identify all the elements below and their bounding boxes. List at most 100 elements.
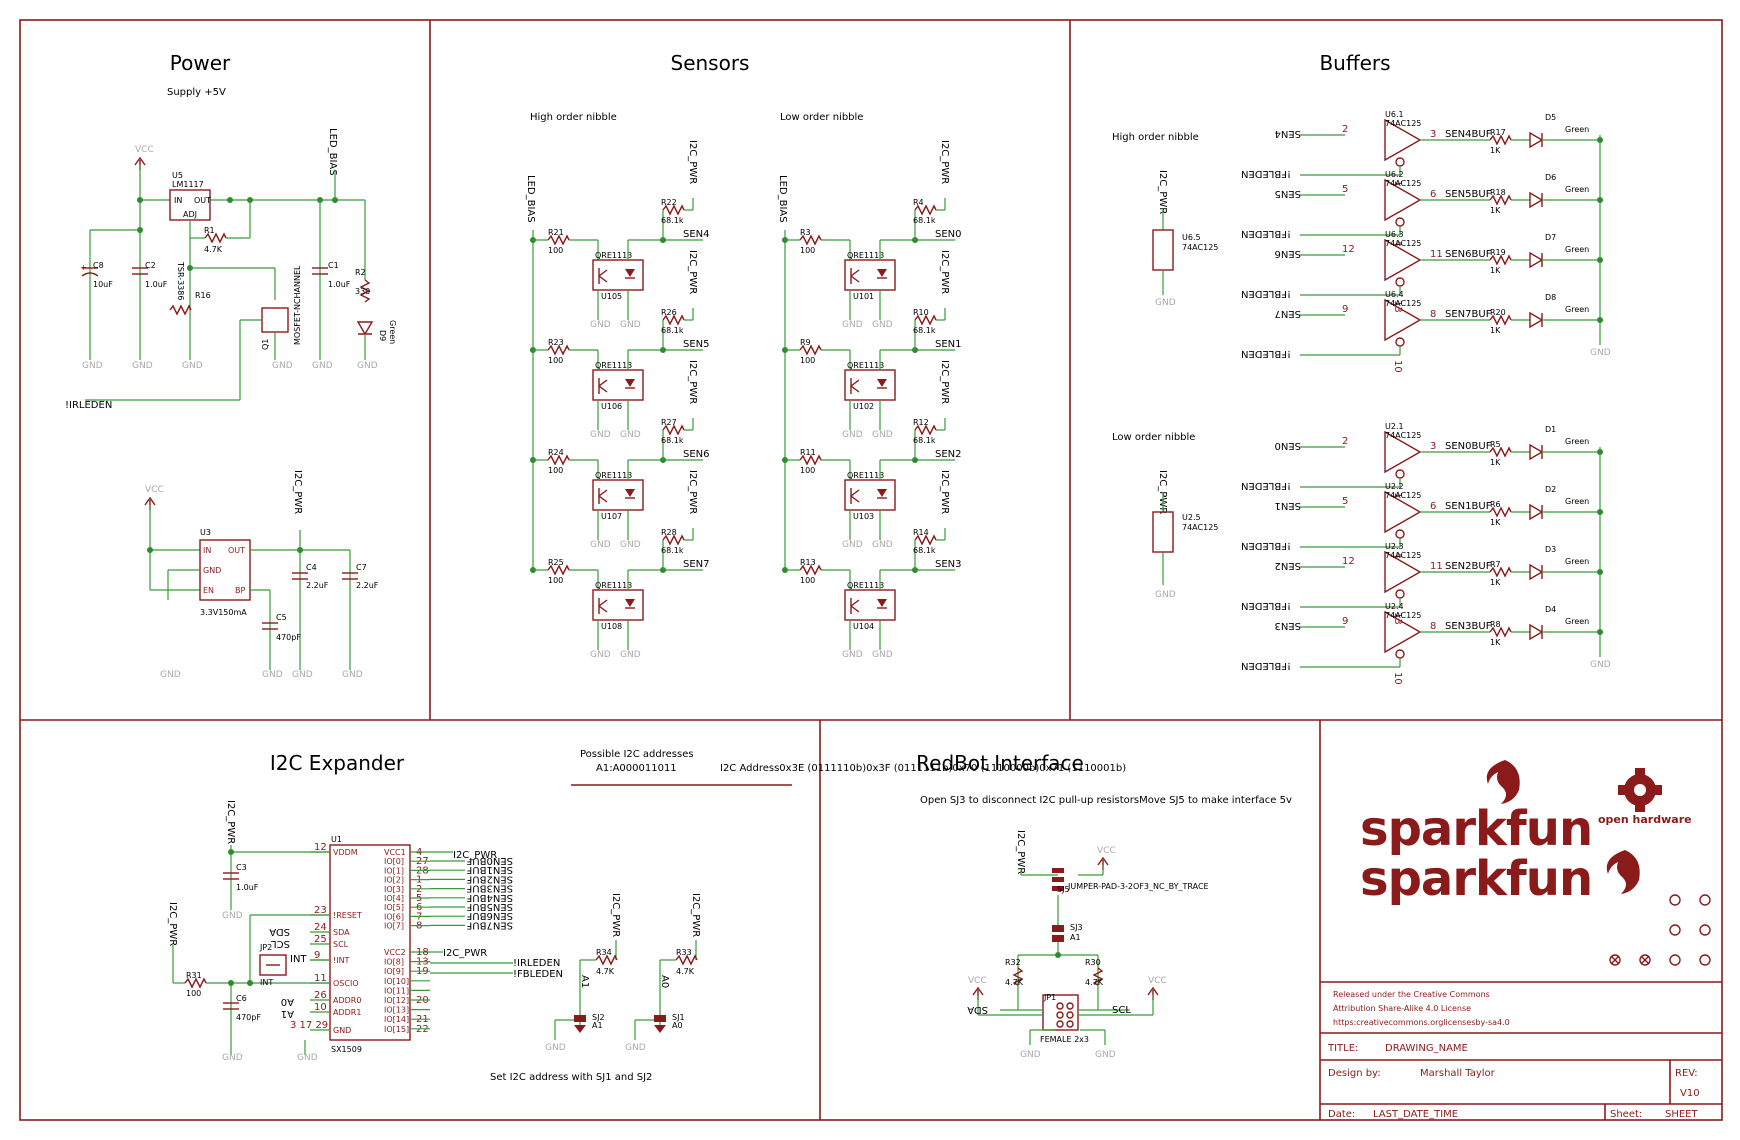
license-line: Attribution Share-Alike 4.0 License [1333,1004,1471,1013]
qre1113-sensor [592,589,644,621]
buffer-gate-icon [1384,490,1422,534]
open-hardware-gear-icon [1618,768,1662,812]
sensor-net: SEN0 [935,229,962,240]
c5-value: 470pF [276,633,301,642]
pin-number: 12 [1342,556,1355,567]
enable-net: !FBLEDEN [1241,288,1291,299]
sensor-net: SEN2 [1274,560,1301,571]
pin-number: 10 [1392,360,1403,373]
pin-name: SDA [333,928,350,937]
resistor-value: 100 [800,356,815,365]
qre1113-sensor [844,589,896,621]
u1-sx1509 [329,844,411,1041]
gnd-label: GND [132,361,153,371]
enable-bubble-icon [1395,277,1405,287]
pin-number: 9 [1342,304,1348,315]
led-bias-net: LED_BIAS [327,128,338,176]
mount-hole-icon [1699,924,1711,936]
pin-name: IO[7] [384,922,404,931]
sensors-low-note: Low order nibble [780,112,863,123]
led-color: Green [1565,125,1589,134]
sensor-ref: U102 [853,402,874,411]
resistor-value: 1K [1490,518,1501,527]
u3-bp-pin: BP [235,586,245,595]
u3-out-pin: OUT [228,546,245,555]
sj-note: Set I2C address with SJ1 and SJ2 [490,1072,652,1083]
u5-part: LM1117 [172,180,204,189]
qre-label: QRE1113 [847,471,884,480]
phototransistor-icon [598,378,608,394]
sensor-ref: U103 [853,512,874,521]
buffer-part: 74AC125 [1385,491,1421,500]
sensor-buffer-net: SEN3BUF [466,883,513,894]
buffer-gate-icon [1384,118,1422,162]
sensor-buffer-net: SEN5BUF [466,901,513,912]
gnd-label: GND [620,650,641,660]
sensor-buffer-net: SEN7BUF [466,919,513,930]
pin-number: 8 [1430,621,1436,632]
enable-bubble-icon [1395,157,1405,167]
pin-name: IO[10] [384,977,409,986]
resistor-value: 68.1k [913,436,936,445]
resistor-label: R13 [800,558,816,567]
sensor-buffer-net: SEN2BUF [466,873,513,884]
gnd-label: GND [297,1053,318,1063]
i2c-pwr-net: I2C_PWR [687,140,698,184]
r33-label: R33 [676,948,692,957]
r1-value: 4.7K [204,245,223,254]
c4-value: 2.2uF [306,581,329,590]
junction-dot [1597,317,1603,323]
sensor-ref: U108 [601,622,622,631]
pin-number: 11 [1430,249,1443,260]
buffer-gate-icon [1384,610,1422,654]
gnd-label: GND [590,650,611,660]
resistor-label: R5 [1490,440,1501,449]
enable-net: !FBLEDEN [1241,348,1291,359]
resistor-value: 68.1k [661,436,684,445]
r31-value: 100 [186,989,201,998]
pin-number: 25 [314,934,327,945]
i2c-pwr-net: I2C_PWR [1015,830,1026,874]
gnd-label: GND [1155,298,1176,308]
a1-net: A1 [281,1008,294,1019]
resistor-icon [1489,134,1512,146]
c7-value: 2.2uF [356,581,379,590]
title-block: sparkfun sparkfun open hardware Released… [1320,760,1722,1120]
resistor-icon [1489,194,1512,206]
led-bias-net: LED_BIAS [777,175,788,223]
fiducial-icon [1609,954,1621,966]
mount-hole-icon [1669,924,1681,936]
pin-name: IO[2] [384,876,404,885]
enable-net: !FBLEDEN [1241,168,1291,179]
gnd-label: GND [222,1053,243,1063]
buffer-net: SEN1BUF [1445,501,1492,512]
resistor-label: R11 [800,448,816,457]
u3-part: 3.3V150mA [200,608,247,617]
qre1113-sensor [844,259,896,291]
pin-name: IO[14] [384,1015,409,1024]
supply-note: Supply +5V [167,87,226,98]
buffer-gate-icon [1384,550,1422,594]
sj1-label: SJ1 [672,1013,685,1022]
phototransistor-icon [850,268,860,284]
c5-label: C5 [276,613,287,622]
buffer-net: SEN0BUF [1445,441,1492,452]
irleden-net: !IRLEDEN [65,400,112,411]
enable-bubble-icon [1395,529,1405,539]
buffer-gate-icon [1384,298,1422,342]
q1-mosfet [261,307,289,333]
qre-label: QRE1113 [595,251,632,260]
led-icon [1529,131,1544,149]
mount-hole-icon [1669,954,1681,966]
resistor-value: 1K [1490,458,1501,467]
enable-bubble-icon [1395,649,1405,659]
u3-en-pin: EN [203,586,214,595]
resistor-value: 100 [800,466,815,475]
enable-bubble-icon [1395,337,1405,347]
a0-net: A0 [281,996,294,1007]
led-label: D3 [1545,545,1556,554]
design-value: Marshall Taylor [1420,1068,1496,1079]
gnd-label: GND [625,1043,646,1053]
